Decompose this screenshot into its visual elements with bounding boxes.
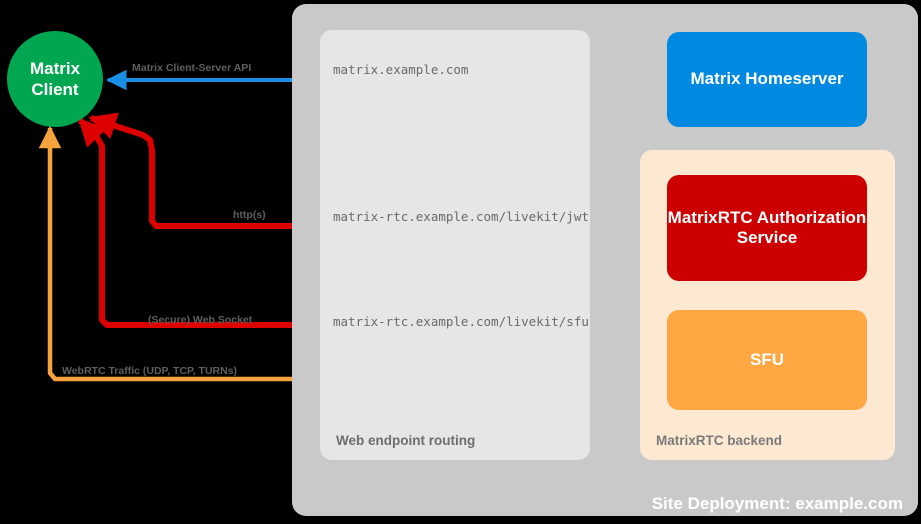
edge-label-secure-web-socket: (Secure) Web Socket: [148, 314, 253, 326]
matrix-client-label-line2: Client: [31, 80, 79, 99]
edge-label-webrtc-traffic: WebRTC Traffic (UDP, TCP, TURNs): [62, 365, 238, 377]
site-deployment-label: Site Deployment: example.com: [651, 494, 903, 513]
node-matrixrtc-authorization-service[interactable]: MatrixRTC Authorization Service: [667, 175, 867, 281]
sfu-label: SFU: [750, 349, 784, 369]
edge-url-livekit-jwt: matrix-rtc.example.com/livekit/jwt: [333, 209, 589, 224]
web-endpoint-routing-panel: Web endpoint routing: [320, 30, 590, 460]
node-sfu[interactable]: SFU: [667, 310, 867, 410]
edge-label-matrix-client-server-api: Matrix Client-Server API: [132, 62, 252, 74]
matrixrtc-backend-label: MatrixRTC backend: [656, 433, 783, 448]
auth-service-label: MatrixRTC Authorization Service: [667, 207, 867, 247]
node-matrix-client[interactable]: Matrix Client: [7, 31, 103, 127]
edge-url-livekit-sfu: matrix-rtc.example.com/livekit/sfu: [333, 314, 589, 329]
node-matrix-homeserver[interactable]: Matrix Homeserver: [667, 32, 867, 127]
web-endpoint-routing-label: Web endpoint routing: [336, 433, 476, 448]
matrix-client-label-line1: Matrix: [29, 58, 81, 78]
edge-label-http-s: http(s): [233, 209, 266, 221]
edge-url-matrix-example-com: matrix.example.com: [333, 62, 469, 77]
matrix-homeserver-label: Matrix Homeserver: [690, 69, 844, 89]
